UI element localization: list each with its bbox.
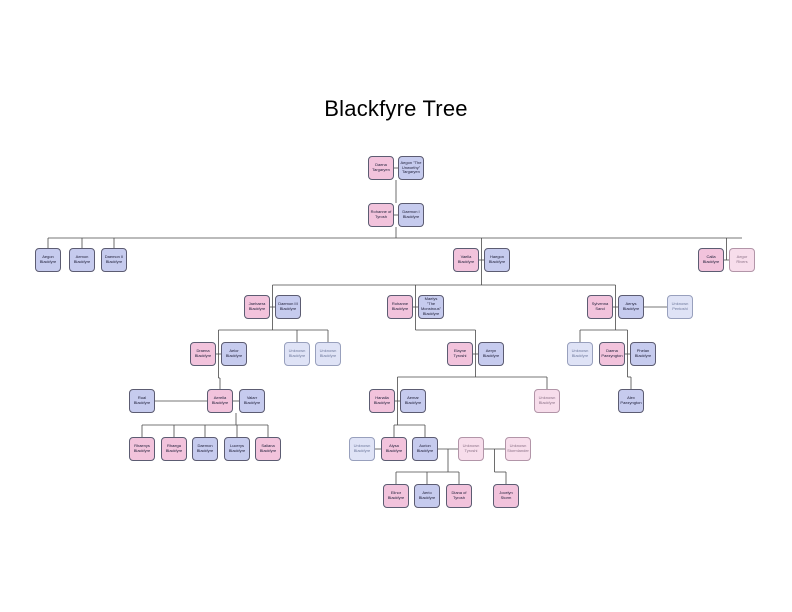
tree-node-calla-blackfyre: Calla Blackfyre	[698, 248, 724, 272]
tree-node-label: Aemon Blackfyre	[73, 254, 91, 264]
tree-node-label: Elinor Blackfyre	[387, 490, 405, 500]
tree-node-aemar-blackfyre: Aemar Blackfyre	[400, 389, 426, 413]
tree-node-unknown-blackfyre-2: Unknown Blackfyre	[315, 342, 341, 366]
tree-node-jocelyn-storm: Jocelyn Storm	[493, 484, 519, 508]
tree-node-label: Sylvenna Sand	[591, 301, 609, 311]
tree-node-vaella-blackfyre: Vaella Blackfyre	[453, 248, 479, 272]
tree-node-label: Jocelyn Storm	[499, 490, 513, 500]
tree-node-daena-paezyngton: Daena Paezyngton	[599, 342, 625, 366]
tree-node-label: Aegor Rivers	[736, 254, 748, 264]
tree-node-label: Unknown Blackfyre	[288, 348, 306, 358]
tree-node-label: Hanalia Blackfyre	[373, 395, 391, 405]
tree-node-aelor-blackfyre: Aelor Blackfyre	[221, 342, 247, 366]
tree-node-lucerys-blackfyre: Lucerys Blackfyre	[224, 437, 250, 461]
tree-node-label: Aerella Blackfyre	[211, 395, 229, 405]
tree-node-label: Rohanne Blackfyre	[391, 301, 409, 311]
tree-node-label: Daemon II Blackfyre	[104, 254, 124, 264]
tree-node-label: Haegon Blackfyre	[488, 254, 506, 264]
tree-node-aegon-iv-targaryen: Aegon "The Unworthy" Targaryen	[398, 156, 424, 180]
tree-node-label: Aerio Blackfyre	[418, 490, 436, 500]
tree-node-elayne-tyroshi: Elayne Tyroshi	[447, 342, 473, 366]
tree-node-valarr-blackfyre: Valarr Blackfyre	[239, 389, 265, 413]
tree-node-aegon-blackfyre: Aegon Blackfyre	[35, 248, 61, 272]
tree-node-hanalia-blackfyre: Hanalia Blackfyre	[369, 389, 395, 413]
tree-node-label: Maelys "The Monstrous" Blackfyre	[420, 296, 442, 316]
tree-node-rual-blackfyre: Rual Blackfyre	[129, 389, 155, 413]
tree-node-label: Aegon "The Unworthy" Targaryen	[400, 159, 422, 175]
tree-node-label: Calla Blackfyre	[702, 254, 720, 264]
tree-node-label: Rhaenys Blackfyre	[133, 443, 151, 453]
tree-node-label: Daena Paezyngton	[601, 348, 623, 358]
tree-node-label: Lucerys Blackfyre	[228, 443, 246, 453]
tree-node-label: Daemon III Blackfyre	[278, 301, 298, 311]
tree-node-label: Unknown Pentoshi	[671, 301, 689, 311]
tree-node-rohanne-of-tyrosh: Rohanne of Tyrosh	[368, 203, 394, 227]
tree-node-daemon-blackfyre: Daemon Blackfyre	[192, 437, 218, 461]
tree-node-jaehaera-blackfyre: Jaehaera Blackfyre	[244, 295, 270, 319]
tree-node-unknown-pentoshi: Unknown Pentoshi	[667, 295, 693, 319]
tree-node-label: Unknown Blackfyre	[571, 348, 589, 358]
tree-node-aeryn-blackfyre: Aeryn Blackfyre	[478, 342, 504, 366]
tree-node-label: Diana of Tyrosh	[451, 490, 467, 500]
tree-node-daemon-i-blackfyre: Daemon I Blackfyre	[398, 203, 424, 227]
tree-node-label: Elayne Tyroshi	[453, 348, 467, 358]
tree-node-label: Vaella Blackfyre	[457, 254, 475, 264]
tree-node-rohanne-blackfyre: Rohanne Blackfyre	[387, 295, 413, 319]
tree-node-elinor-blackfyre: Elinor Blackfyre	[383, 484, 409, 508]
tree-node-label: Draena Blackfyre	[194, 348, 212, 358]
diagram-title: Blackfyre Tree	[324, 96, 468, 121]
tree-node-label: Saliana Blackfyre	[259, 443, 277, 453]
tree-node-rhaenys-blackfyre: Rhaenys Blackfyre	[129, 437, 155, 461]
tree-node-rhaega-blackfyre: Rhaega Blackfyre	[161, 437, 187, 461]
tree-node-label: Daemon Blackfyre	[196, 443, 214, 453]
tree-node-aegor-rivers: Aegor Rivers	[729, 248, 755, 272]
tree-node-maelys-blackfyre: Maelys "The Monstrous" Blackfyre	[418, 295, 444, 319]
tree-node-label: Rhaega Blackfyre	[165, 443, 183, 453]
tree-node-label: Aenys Blackfyre	[622, 301, 640, 311]
tree-node-label: Aurion Blackfyre	[416, 443, 434, 453]
tree-node-label: Alex Paezyngton	[620, 395, 642, 405]
tree-node-unknown-stormlander: Unknown Stormlander	[505, 437, 531, 461]
tree-node-label: Aeryn Blackfyre	[482, 348, 500, 358]
tree-node-label: Unknown Blackfyre	[353, 443, 371, 453]
tree-node-label: Aemar Blackfyre	[404, 395, 422, 405]
tree-node-label: Daemon I Blackfyre	[402, 209, 420, 219]
tree-node-unknown-blackfyre-1: Unknown Blackfyre	[284, 342, 310, 366]
tree-node-label: Unknown Tyroshi	[462, 443, 480, 453]
tree-node-label: Valarr Blackfyre	[243, 395, 261, 405]
tree-node-aurion-blackfyre: Aurion Blackfyre	[412, 437, 438, 461]
tree-node-unknown-tyroshi: Unknown Tyroshi	[458, 437, 484, 461]
tree-node-sylvenna-sand: Sylvenna Sand	[587, 295, 613, 319]
tree-node-label: Unknown Blackfyre	[538, 395, 556, 405]
tree-node-daena-targaryen: Daena Targaryen	[368, 156, 394, 180]
tree-node-unknown-blackfyre-4: Unknown Blackfyre	[534, 389, 560, 413]
tree-node-daemon-ii-blackfyre: Daemon II Blackfyre	[101, 248, 127, 272]
tree-node-label: Rual Blackfyre	[133, 395, 151, 405]
tree-node-label: Unknown Stormlander	[507, 443, 529, 453]
tree-node-draena-blackfyre: Draena Blackfyre	[190, 342, 216, 366]
tree-node-diana-of-tyrosh: Diana of Tyrosh	[446, 484, 472, 508]
tree-node-label: Daena Targaryen	[372, 162, 390, 172]
tree-node-alysa-blackfyre: Alysa Blackfyre	[381, 437, 407, 461]
tree-node-saliana-blackfyre: Saliana Blackfyre	[255, 437, 281, 461]
tree-node-unknown-blackfyre-5: Unknown Blackfyre	[349, 437, 375, 461]
tree-node-label: Unknown Blackfyre	[319, 348, 337, 358]
tree-node-daemon-iii-blackfyre: Daemon III Blackfyre	[275, 295, 301, 319]
tree-node-label: Aelor Blackfyre	[225, 348, 243, 358]
tree-node-aerio-blackfyre: Aerio Blackfyre	[414, 484, 440, 508]
tree-node-label: Alysa Blackfyre	[385, 443, 403, 453]
tree-node-label: Phelan Blackfyre	[634, 348, 652, 358]
tree-node-aemon-blackfyre: Aemon Blackfyre	[69, 248, 95, 272]
tree-node-label: Jaehaera Blackfyre	[248, 301, 266, 311]
tree-node-unknown-blackfyre-3: Unknown Blackfyre	[567, 342, 593, 366]
tree-node-label: Aegon Blackfyre	[39, 254, 57, 264]
tree-node-aenys-blackfyre: Aenys Blackfyre	[618, 295, 644, 319]
tree-node-phelan-blackfyre: Phelan Blackfyre	[630, 342, 656, 366]
tree-node-aerella-blackfyre: Aerella Blackfyre	[207, 389, 233, 413]
tree-node-haegon-blackfyre: Haegon Blackfyre	[484, 248, 510, 272]
tree-node-label: Rohanne of Tyrosh	[370, 209, 392, 219]
tree-node-alex-paezyngton: Alex Paezyngton	[618, 389, 644, 413]
